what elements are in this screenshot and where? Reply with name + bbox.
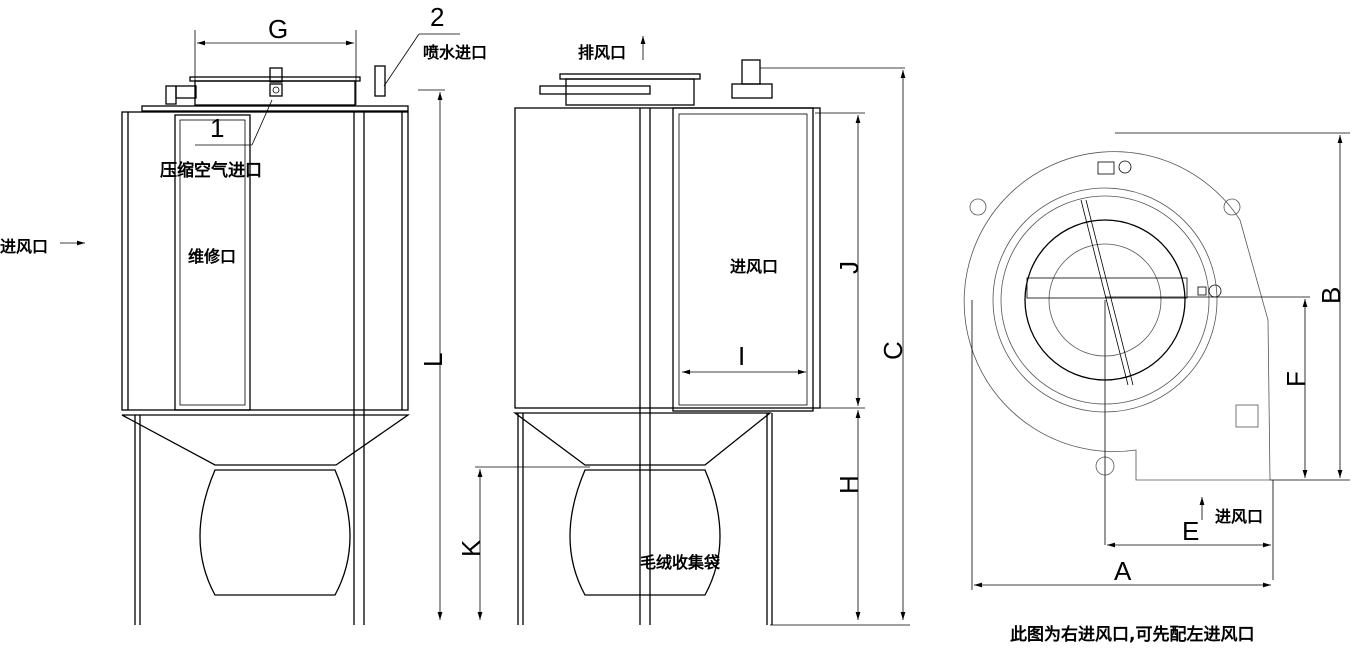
lifting-eye-icon [1223,198,1241,216]
maintenance-port-label: 维修口 [188,247,236,266]
orientation-note: 此图为右进风口,可先配左进风口 [1010,624,1254,645]
water-inlet-label: 喷水进口 [423,43,487,62]
side-view: 排风口 进风口 I J H C K 毛绒收集袋 [456,36,910,626]
side-inlet-label: 进风口 [0,237,48,256]
dimension-i: I [738,341,745,371]
dimension-b: B [1316,287,1346,304]
dimension-c: C [878,341,908,360]
callout-2: 2 [430,2,444,32]
dimension-g: G [268,14,288,44]
dimension-h: H [834,475,864,494]
exhaust-label: 排风口 [578,43,626,62]
callout-1: 1 [210,113,224,143]
dimension-e: E [1182,516,1199,546]
front-view: G 2 喷水进口 1 压缩空气进口 进风口 维修口 L [0,2,487,625]
inlet-label: 进风口 [730,257,778,276]
fan-view: B F E 进风口 A 此图为右进风口,可先配左进风口 [963,132,1350,645]
dimension-l: L [418,353,448,367]
dimension-a: A [1114,556,1132,586]
lifting-eye-icon [969,198,987,216]
fan-inlet-label: 进风口 [1215,507,1263,526]
dimension-f: F [1281,371,1311,387]
dimension-j: J [834,261,864,274]
lint-bag-label: 毛绒收集袋 [640,553,721,572]
dimension-k: K [456,539,486,557]
compressed-air-inlet-label: 压缩空气进口 [160,160,262,181]
